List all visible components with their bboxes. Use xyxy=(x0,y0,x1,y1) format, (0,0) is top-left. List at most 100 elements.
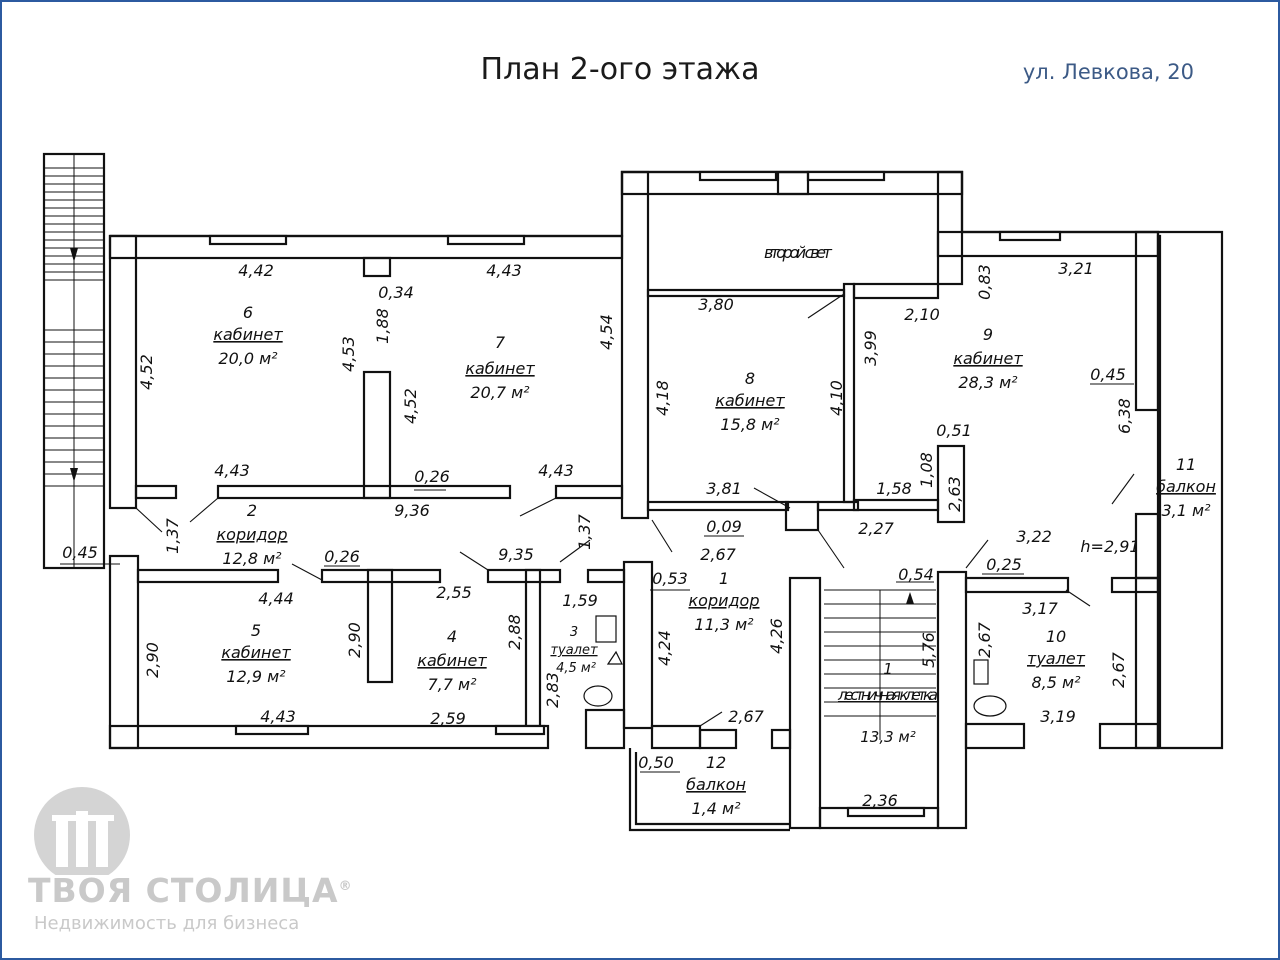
brand-logo-icon xyxy=(34,787,130,875)
room-11-area: 3,1 м² xyxy=(1161,501,1211,520)
dimension-label: 2,27 xyxy=(858,519,894,538)
dimension-label: 4,44 xyxy=(258,589,294,608)
room-4-name: кабинет xyxy=(417,651,487,670)
brand-name: ТВОЯ СТОЛИЦА® xyxy=(28,871,353,910)
registered-mark: ® xyxy=(338,879,353,894)
room-5-name: кабинет xyxy=(221,643,291,662)
room-3-name: туалет xyxy=(550,643,598,658)
room-9-name: кабинет xyxy=(953,349,1023,368)
room-12-number: 12 xyxy=(706,753,726,772)
room-6-area: 20,0 м² xyxy=(218,349,278,368)
room-12-area: 1,4 м² xyxy=(691,799,741,818)
dimension-label: 2,90 xyxy=(143,642,162,678)
room-3-area: 4,5 м² xyxy=(556,661,596,676)
brand-name-text: ТВОЯ СТОЛИЦА xyxy=(28,871,339,910)
room-7-name: кабинет xyxy=(465,359,535,378)
stair-treads xyxy=(44,154,936,740)
room-1-name: коридор xyxy=(688,591,759,610)
room-labels: 6 кабинет 20,0 м² 7 кабинет 20,7 м² 8 ка… xyxy=(213,243,1216,818)
dimension-label: 9,35 xyxy=(498,545,534,564)
dimension-label: 9,36 xyxy=(394,501,430,520)
dimension-label: 0,50 xyxy=(638,753,674,772)
dimension-label: 3,80 xyxy=(698,295,734,314)
dimension-labels: 4,42 4,43 4,52 4,53 0,34 1,88 4,52 4,54 … xyxy=(62,259,1134,810)
room-10-number: 10 xyxy=(1046,627,1066,646)
room-5-area: 12,9 м² xyxy=(226,667,286,686)
dimension-label: 3,22 xyxy=(1016,527,1052,546)
dimension-label: 0,45 xyxy=(1090,365,1126,384)
fixtures xyxy=(583,615,1007,717)
room-6-number: 6 xyxy=(243,303,253,322)
dimension-label: 0,26 xyxy=(324,547,360,566)
room-8-number: 8 xyxy=(745,369,755,388)
dimension-label: 3,17 xyxy=(1022,599,1058,618)
room-2-area: 12,8 м² xyxy=(222,549,282,568)
dimension-label: 2,88 xyxy=(505,614,524,650)
room-1-area: 11,3 м² xyxy=(694,615,754,634)
stair-number: 1 xyxy=(883,660,893,678)
dimension-label: 1,58 xyxy=(876,479,912,498)
room-1-number: 1 xyxy=(719,569,729,588)
dimension-label: 4,10 xyxy=(827,380,846,416)
dimension-label: 2,90 xyxy=(345,622,364,658)
dimension-label: 4,43 xyxy=(214,461,250,480)
dimension-label: 4,42 xyxy=(238,261,274,280)
dimension-label: 4,43 xyxy=(260,707,296,726)
room-11-number: 11 xyxy=(1176,455,1196,474)
room-9-number: 9 xyxy=(983,325,993,344)
second-light-label: второй свет xyxy=(764,243,833,262)
dimension-label: 1,37 xyxy=(575,513,594,549)
dimension-label: 0,45 xyxy=(62,543,98,562)
dimension-label: 2,67 xyxy=(700,545,736,564)
dimension-label: 3,81 xyxy=(706,479,742,498)
stair-arrows xyxy=(70,248,914,604)
watermark: ТВОЯ СТОЛИЦА® Недвижимость для бизнеса xyxy=(28,785,388,945)
dimension-label: 1,37 xyxy=(163,517,182,553)
dimension-label: 1,88 xyxy=(373,308,392,344)
walls xyxy=(42,152,1224,832)
dimension-label: 2,67 xyxy=(1109,651,1128,687)
leader-lines xyxy=(60,293,1135,773)
dimension-label: 0,34 xyxy=(378,283,414,302)
room-7-number: 7 xyxy=(495,333,506,352)
room-2-name: коридор xyxy=(216,525,287,544)
stair-name: лестничная клетка xyxy=(837,686,938,704)
dimension-label: 4,24 xyxy=(655,630,674,666)
dimension-label: 0,51 xyxy=(936,421,972,440)
dimension-label: 2,55 xyxy=(436,583,472,602)
room-6-name: кабинет xyxy=(213,325,283,344)
dimension-label: 4,26 xyxy=(767,618,786,654)
room-2-number: 2 xyxy=(247,501,257,520)
dimension-label: 2,67 xyxy=(975,621,994,657)
dimension-label: 4,54 xyxy=(597,314,616,350)
dimension-label: 0,09 xyxy=(706,517,742,536)
dimension-label: 0,54 xyxy=(898,565,934,584)
room-9-area: 28,3 м² xyxy=(958,373,1018,392)
dimension-label: 0,53 xyxy=(652,569,688,588)
dimension-label: 3,19 xyxy=(1040,707,1076,726)
dimension-label: 2,83 xyxy=(543,672,562,708)
dimension-label: 2,67 xyxy=(728,707,764,726)
address-label: ул. Левкова, 20 xyxy=(1022,60,1194,84)
dimension-label: 4,43 xyxy=(486,261,522,280)
room-11-name: балкон xyxy=(1156,477,1216,496)
room-10-name: туалет xyxy=(1027,649,1086,668)
dimension-label: 0,83 xyxy=(975,264,994,300)
dimension-label: 1,08 xyxy=(917,452,936,488)
stair-area: 13,3 м² xyxy=(860,728,916,746)
dimension-label: 6,38 xyxy=(1115,398,1134,434)
dimension-label: 2,59 xyxy=(430,709,466,728)
room-5-number: 5 xyxy=(251,621,261,640)
dimension-label: 0,25 xyxy=(986,555,1022,574)
dimension-label: 2,63 xyxy=(945,476,964,512)
ceiling-height-label: h=2,91 xyxy=(1080,537,1139,556)
dimension-label: 4,53 xyxy=(339,336,358,372)
room-8-area: 15,8 м² xyxy=(720,415,780,434)
room-12-name: балкон xyxy=(686,775,746,794)
dimension-label: 4,43 xyxy=(538,461,574,480)
dimension-label: 5,76 xyxy=(919,632,938,668)
room-10-area: 8,5 м² xyxy=(1031,673,1081,692)
dimension-label: 2,36 xyxy=(862,791,898,810)
